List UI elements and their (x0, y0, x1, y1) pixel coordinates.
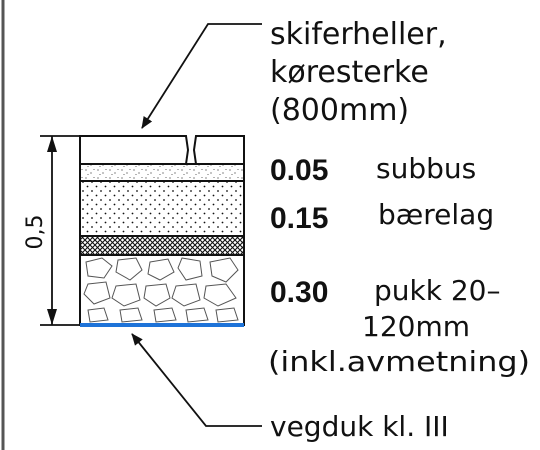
layer-thickness-1: 0.05 (270, 154, 328, 187)
slate-paving-layer (79, 135, 245, 165)
layer-name-3-line-2: 120mm (362, 310, 470, 343)
top-leader-line (141, 23, 262, 129)
crosshatch-layer (79, 235, 245, 256)
layer-name-3-line-3: (inkl.avmetning) (268, 345, 530, 378)
top-label-line-2: køresterke (270, 55, 429, 90)
base-layer (79, 180, 245, 237)
dimension-label: 0,5 (23, 215, 48, 250)
layer-name-2: bærelag (378, 198, 494, 231)
top-label-line-3: (800mm) (270, 93, 409, 128)
crushed-stone-layer (79, 254, 245, 326)
layer-thickness-3: 0.30 (270, 276, 328, 309)
top-label-line-1: skiferheller, (270, 17, 447, 52)
layer-name-3-line-1: pukk 20– (374, 274, 500, 307)
bottom-leader-line (131, 333, 262, 427)
layer-thickness-2: 0.15 (270, 202, 328, 235)
bottom-label: vegduk kl. III (270, 410, 449, 443)
subbase-layer (79, 163, 245, 182)
layer-name-1: subbus (376, 152, 476, 185)
dimension-line (40, 135, 80, 326)
